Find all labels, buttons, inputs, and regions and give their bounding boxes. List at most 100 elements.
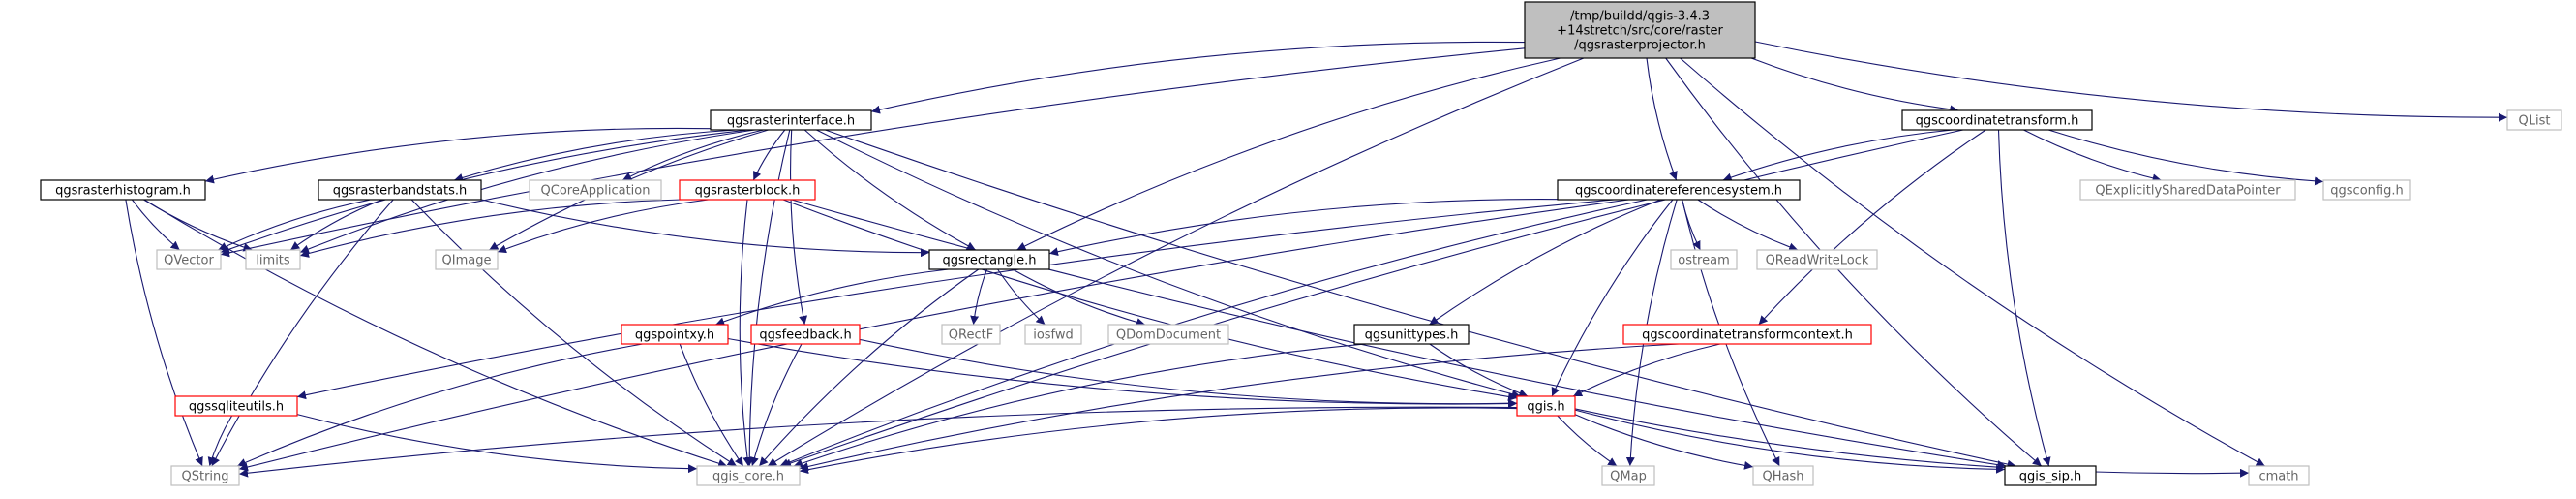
node-iosfwd-box (1024, 324, 1082, 345)
node-rasterbandstats-box (318, 179, 482, 201)
node-qexplicitly-box (2079, 179, 2296, 201)
node-crs[interactable]: qgscoordinatereferencesystem.h (1557, 179, 1801, 201)
node-rectangle[interactable]: qgsrectangle.h (928, 249, 1050, 270)
node-unittypes-label-0: qgsunittypes.h (1365, 328, 1459, 343)
edge-rasterinterface-to-qcoreapplication (621, 129, 765, 181)
node-rasterhistogram[interactable]: qgsrasterhistogram.h (40, 179, 206, 201)
node-qcoreapplication-box (529, 179, 662, 201)
node-qgiscore-label-0: qgis_core.h (712, 470, 784, 484)
edge-qgis-to-qgiscore (799, 407, 1518, 475)
node-qhash-label-0: QHash (1763, 470, 1804, 484)
node-rasterblock[interactable]: qgsrasterblock.h (679, 179, 816, 201)
node-qhash-box (1752, 465, 1814, 486)
edge-rasterinterface-to-limits (299, 129, 755, 254)
node-qgiscore-box (696, 465, 801, 486)
node-iosfwd-label-0: iosfwd (1033, 328, 1074, 343)
node-qcoreapplication-label-0: QCoreApplication (541, 184, 651, 199)
edge-pointxy-to-qgiscore (679, 343, 744, 467)
edge-crs-to-ostream (1682, 199, 1701, 251)
node-pointxy[interactable]: qgspointxy.h (621, 324, 729, 345)
edge-coordinatetransform-to-crs (1722, 129, 1954, 182)
node-crs-label-0: qgscoordinatereferencesystem.h (1575, 184, 1782, 199)
edge-rectangle-to-qrectf (970, 268, 988, 326)
node-root-label-0: /tmp/buildd/qgis-3.4.3 (1570, 10, 1710, 24)
node-qstring-label-0: QString (181, 470, 228, 484)
node-qcoreapplication: QCoreApplication (529, 179, 662, 201)
node-rasterbandstats-label-0: qgsrasterbandstats.h (333, 184, 468, 199)
node-qhash: QHash (1752, 465, 1814, 486)
node-qgissip-label-0: qgis_sip.h (2019, 470, 2081, 484)
edge-rasterblock-to-qimage (497, 199, 709, 254)
node-limits-label-0: limits (256, 254, 290, 268)
node-rasterblock-box (679, 179, 816, 201)
node-rasterinterface[interactable]: qgsrasterinterface.h (710, 109, 872, 131)
edge-crs-to-qgiscore (779, 199, 1648, 467)
node-qdomdocument: QDomDocument (1107, 324, 1229, 345)
edge-crs-to-unittypes (1429, 199, 1661, 326)
node-qexplicitly-label-0: QExplicitlySharedDataPointer (2095, 184, 2281, 199)
node-unittypes[interactable]: qgsunittypes.h (1353, 324, 1470, 345)
node-qgiscore: qgis_core.h (696, 465, 801, 486)
edge-rasterinterface-to-qvector (220, 129, 749, 254)
node-qrectf-label-0: QRectF (949, 328, 993, 343)
node-sqliteutils-box (174, 395, 298, 417)
edge-unittypes-to-qgis (1429, 343, 1529, 397)
edge-root-to-qlist (1754, 41, 2508, 122)
edge-feedback-to-qgis (859, 338, 1518, 408)
node-rasterhistogram-box (40, 179, 206, 201)
node-ostream-box (1670, 249, 1738, 270)
node-iosfwd: iosfwd (1024, 324, 1082, 345)
node-rasterinterface-box (710, 109, 872, 131)
edge-root-to-coordinatetransform (1750, 57, 1959, 114)
node-rasterinterface-label-0: qgsrasterinterface.h (727, 114, 855, 129)
node-cmath-label-0: cmath (2258, 470, 2298, 484)
node-root-label-2: /qgsrasterprojector.h (1574, 39, 1706, 53)
node-qrectf-box (941, 324, 1001, 345)
node-coordinatetransform-box (1901, 109, 2093, 131)
node-qstring-box (170, 465, 240, 486)
edge-sqliteutils-to-qgiscore (296, 414, 698, 474)
edge-transformcontext-to-qgiscore (799, 343, 1680, 471)
node-qgis-box (1516, 395, 1576, 417)
node-qgissip[interactable]: qgis_sip.h (2004, 465, 2097, 486)
edges-layer (125, 41, 2508, 478)
nodes-layer: /tmp/buildd/qgis-3.4.3+14stretch/src/cor… (40, 1, 2562, 486)
node-qdomdocument-label-0: QDomDocument (1116, 328, 1221, 343)
node-qlist: QList (2506, 109, 2562, 131)
edge-rasterhistogram-to-qstring (125, 199, 203, 467)
node-rectangle-box (928, 249, 1050, 270)
node-qmap-label-0: QMap (1610, 470, 1647, 484)
node-qgis[interactable]: qgis.h (1516, 395, 1576, 417)
node-limits: limits (245, 249, 301, 270)
edge-qgis-to-qgissip (1574, 409, 2006, 474)
node-coordinatetransform[interactable]: qgscoordinatetransform.h (1901, 109, 2093, 131)
node-coordinatetransform-label-0: qgscoordinatetransform.h (1916, 114, 2079, 129)
edge-rasterinterface-to-qgiscore (744, 129, 791, 467)
edge-rectangle-to-pointxy (715, 268, 949, 327)
node-qmap: QMap (1601, 465, 1655, 486)
node-rasterbandstats[interactable]: qgsrasterbandstats.h (318, 179, 482, 201)
node-rasterblock-label-0: qgsrasterblock.h (695, 184, 801, 199)
node-transformcontext[interactable]: qgscoordinatetransformcontext.h (1622, 324, 1872, 345)
node-sqliteutils[interactable]: qgssqliteutils.h (174, 395, 298, 417)
edge-root-to-cmath (1680, 57, 2265, 467)
node-qvector-box (156, 249, 222, 270)
node-limits-box (245, 249, 301, 270)
edge-crs-to-qreadwritelock (1697, 199, 1799, 252)
node-rasterhistogram-label-0: qgsrasterhistogram.h (55, 184, 191, 199)
node-cmath: cmath (2248, 465, 2310, 486)
node-qlist-label-0: QList (2519, 114, 2551, 129)
edge-rasterinterface-to-qgis (816, 129, 1521, 399)
node-root[interactable]: /tmp/buildd/qgis-3.4.3+14stretch/src/cor… (1524, 1, 1756, 59)
node-feedback[interactable]: qgsfeedback.h (750, 324, 861, 345)
edge-qgis-to-cmath (1574, 408, 2250, 478)
edge-transformcontext-to-qgis (1572, 343, 1721, 397)
edge-root-to-qvector (220, 47, 1526, 258)
edge-rectangle-to-qdomdocument (1012, 268, 1146, 327)
edge-rasterhistogram-to-qvector (131, 199, 180, 251)
node-root-box (1524, 1, 1756, 59)
edge-root-to-crs (1646, 57, 1678, 181)
edge-rasterinterface-to-rasterhistogram (204, 127, 712, 184)
node-qreadwritelock: QReadWriteLock (1756, 249, 1878, 270)
